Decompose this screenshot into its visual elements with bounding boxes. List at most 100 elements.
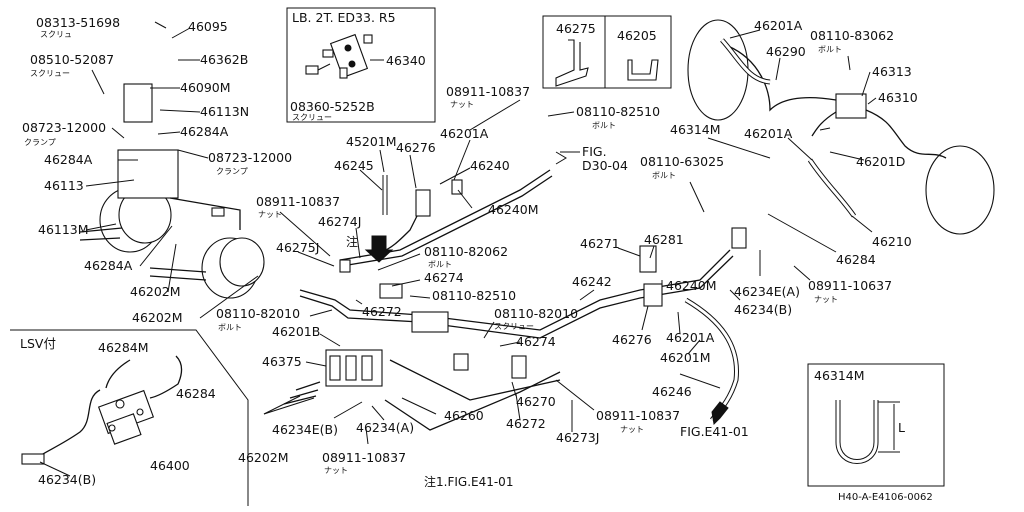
label-46276-b: 46276 (612, 332, 652, 347)
label-nut-jp-1: ナット (450, 100, 474, 109)
label-bolt-jp-2: ボルト (428, 260, 452, 269)
label-08723-12000-a: 08723-12000 (22, 120, 106, 135)
label-46272-b: 46272 (506, 416, 546, 431)
label-46274-a: 46274 (424, 270, 464, 285)
label-46362b: 46362B (200, 52, 248, 67)
label-46090m: 46090M (180, 80, 231, 95)
label-46270: 46270 (516, 394, 556, 409)
label-46274-b: 46274 (516, 334, 556, 349)
label-08110-82062: 08110-82062 (424, 244, 508, 259)
label-46201a-a: 46201A (440, 126, 489, 141)
bracket-46205-icon (627, 59, 659, 81)
label-46310: 46310 (878, 90, 918, 105)
label-46271: 46271 (580, 236, 620, 251)
bottom-note: 注1.FIG.E41-01 (424, 474, 513, 489)
label-08110-82510-b: 08110-82510 (432, 288, 516, 303)
label-screw-jp-2: スクリュー (30, 69, 70, 78)
label-bolt-jp-3: ボルト (218, 323, 242, 332)
label-46201a-b: 46201A (666, 330, 715, 345)
label-46201a-d: 46201A (754, 18, 803, 33)
label-d30-04: D30-04 (582, 158, 628, 173)
label-clamp-jp-1: クランプ (24, 138, 56, 147)
label-08911-10837-a: 08911-10837 (446, 84, 530, 99)
lsv-valve-46400-icon (97, 389, 155, 445)
inset-lb-title: LB. 2T. ED33. R5 (292, 10, 396, 25)
bracket-b-label: 46205 (617, 28, 657, 43)
label-46313: 46313 (872, 64, 912, 79)
bracket-46275-icon (555, 39, 589, 87)
inset-brackets: 46275 46205 (542, 15, 672, 89)
clamp-dim-label: L (898, 420, 905, 435)
arrow-fig-e41-icon (711, 401, 729, 426)
inset-lsv-title: LSV付 (20, 336, 56, 351)
inset-lb-part: 46340 (386, 53, 426, 68)
figure-code: H40-A-E4106-0062 (838, 492, 933, 503)
clamp-title: 46314M (814, 368, 865, 383)
label-08110-82510-a: 08110-82510 (576, 104, 660, 119)
label-46234e-b: 46234E(B) (272, 422, 338, 437)
label-46284a-2: 46284A (44, 152, 93, 167)
inset-lb-screw-code: 08360-5252B (290, 99, 375, 114)
label-46375: 46375 (262, 354, 302, 369)
label-46113n: 46113N (200, 104, 249, 119)
label-08510-52087: 08510-52087 (30, 52, 114, 67)
label-46202m-3: 46202M (238, 450, 289, 465)
label-46242: 46242 (572, 274, 612, 289)
label-46095: 46095 (188, 19, 228, 34)
label-08110-82010-b: 08110-82010 (494, 306, 578, 321)
lsv-label-46284: 46284 (176, 386, 216, 401)
label-08110-82010-a: 08110-82010 (216, 306, 300, 321)
label-note: 注 (346, 234, 358, 249)
label-fig-e41-01: FIG.E41-01 (680, 424, 749, 439)
label-46281: 46281 (644, 232, 684, 247)
arrow-note-icon (364, 235, 394, 263)
label-46201a-c: 46201A (744, 126, 793, 141)
label-clamp-jp-2: クランプ (216, 167, 248, 176)
label-46240m-a: 46240M (488, 202, 539, 217)
label-46246: 46246 (652, 384, 692, 399)
label-46201m: 46201M (660, 350, 711, 365)
label-46201b: 46201B (272, 324, 320, 339)
rear-drum-assembly (687, 19, 995, 235)
inset-lb-screw-jp: スクリュー (292, 113, 332, 122)
label-08110-83062: 08110-83062 (810, 28, 894, 43)
label-46202m-1: 46202M (130, 284, 181, 299)
label-bolt-jp-1: ボルト (592, 121, 616, 130)
label-08723-12000-b: 08723-12000 (208, 150, 292, 165)
label-screw-jp-1: スクリュ (40, 30, 72, 39)
junction-block-46340 (322, 33, 373, 79)
label-08911-10837-d: 08911-10837 (596, 408, 680, 423)
label-46210: 46210 (872, 234, 912, 249)
label-46284a-1: 46284A (180, 124, 229, 139)
label-46274j: 46274J (318, 214, 361, 229)
main-brake-pipes (299, 169, 734, 431)
inset-lsv: LSV付 46284M 46284 46400 46234(B) (10, 329, 249, 506)
lsv-label-46284M: 46284M (98, 340, 149, 355)
arrow-fig-d30-icon (555, 151, 567, 165)
label-46234e-a: 46234E(A) (734, 284, 800, 299)
label-screw-jp-3: スクリュー (494, 322, 534, 331)
lsv-label-46234b: 46234(B) (38, 472, 96, 487)
label-46240m-b: 46240M (666, 278, 717, 293)
label-46314m: 46314M (670, 122, 721, 137)
label-46240: 46240 (470, 158, 510, 173)
label-08313-51698: 08313-51698 (36, 15, 120, 30)
leader-lines (85, 21, 877, 445)
label-bolt-jp-4: ボルト (652, 171, 676, 180)
label-nut-jp-4: ナット (620, 425, 644, 434)
callout-labels: 08313-51698 スクリュ 46095 08510-52087 スクリュー… (22, 15, 918, 475)
reservoir-icon (123, 83, 153, 123)
inset-lb-2t-ed33-r5: LB. 2T. ED33. R5 46340 08360-5252B スクリュー (286, 7, 436, 123)
label-46113: 46113 (44, 178, 84, 193)
brake-booster-assembly (79, 83, 265, 299)
lsv-label-46400: 46400 (150, 458, 190, 473)
label-46234-a: 46234(A) (356, 420, 414, 435)
label-46284: 46284 (836, 252, 876, 267)
label-46113m: 46113M (38, 222, 89, 237)
label-46201d: 46201D (856, 154, 905, 169)
label-46272-a: 46272 (362, 304, 402, 319)
valve-cluster (283, 179, 747, 405)
screw-icon (305, 63, 331, 75)
label-46245: 46245 (334, 158, 374, 173)
